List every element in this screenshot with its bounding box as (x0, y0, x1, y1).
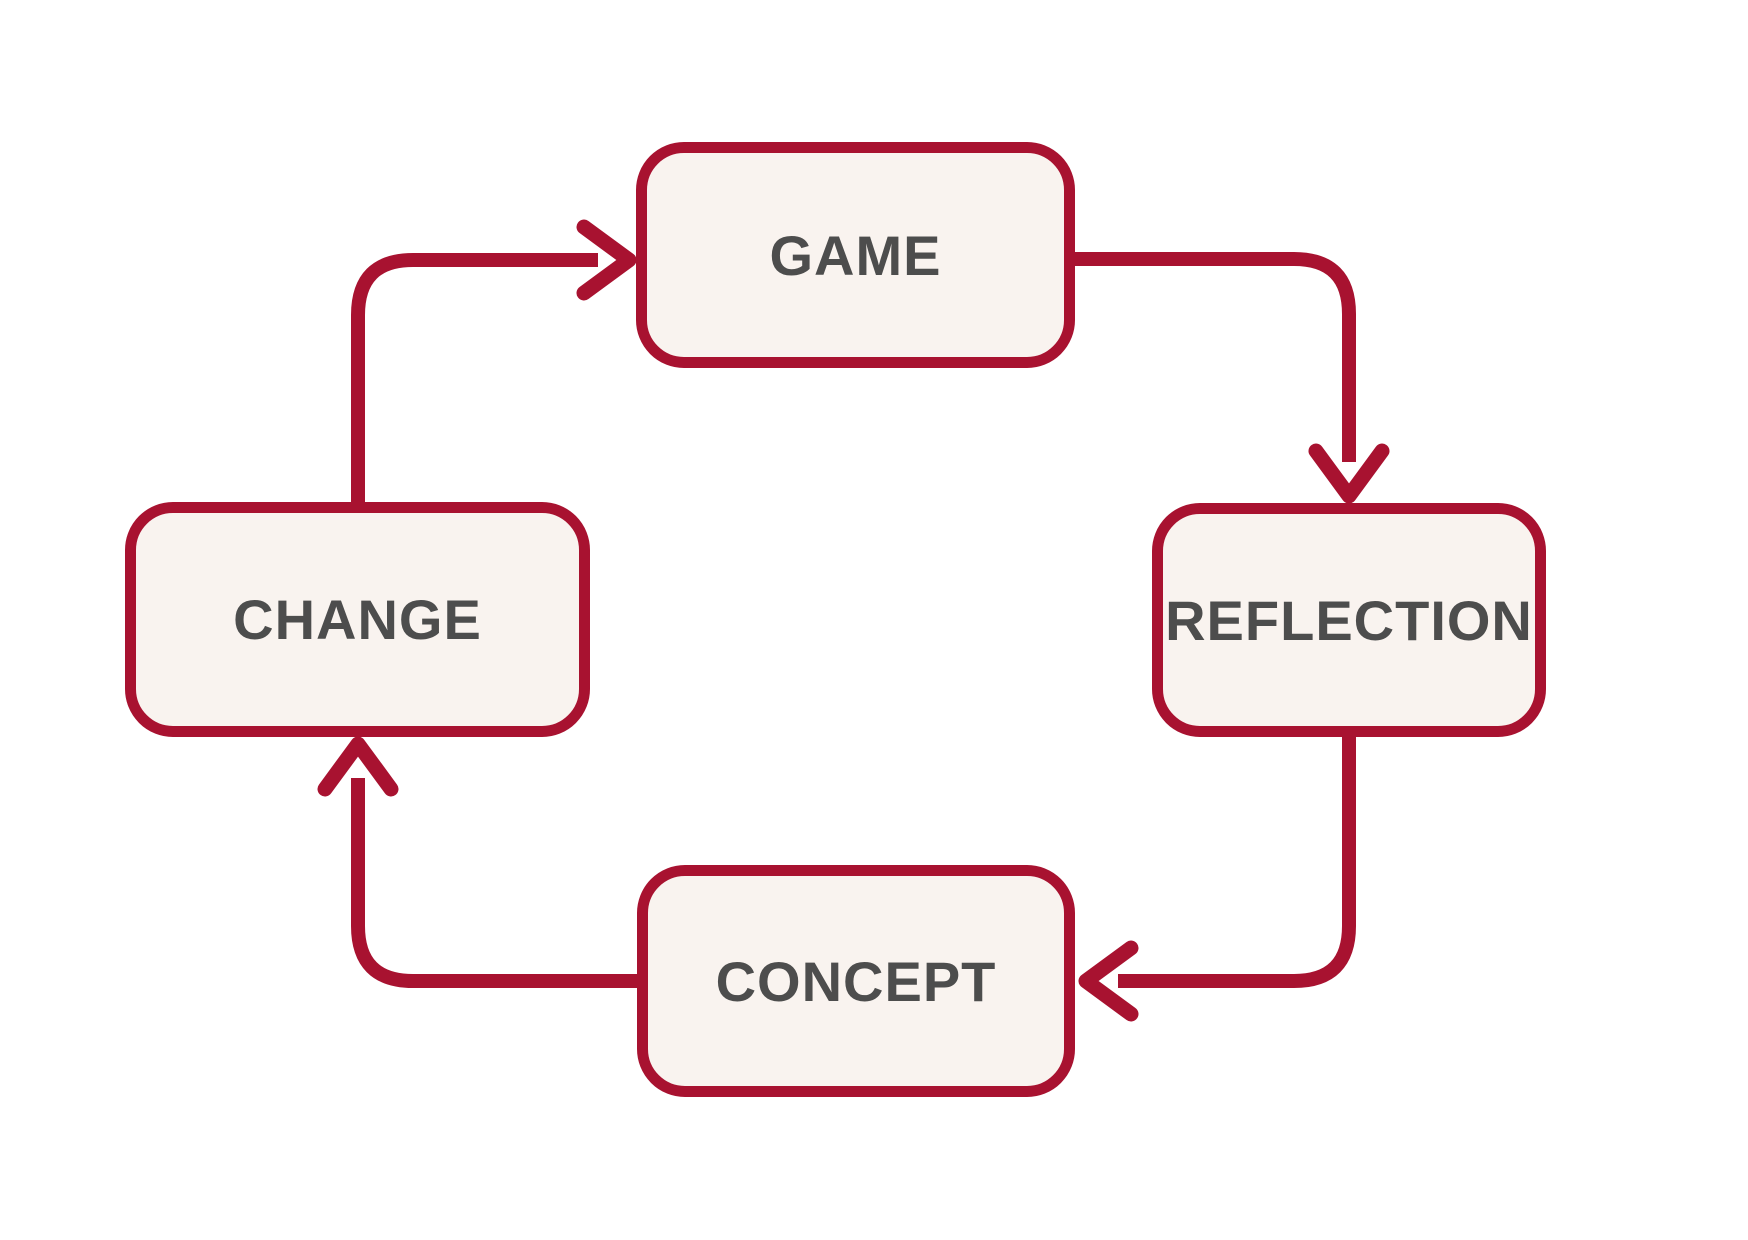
node-change: CHANGE (125, 502, 590, 737)
arrowhead-right-icon (576, 219, 637, 301)
arrowhead-down-icon (1308, 443, 1390, 504)
edge-concept-to-change (351, 778, 637, 988)
edge-reflection-to-concept (1118, 737, 1356, 988)
node-reflection: REFLECTION (1152, 503, 1546, 737)
edge-game-to-reflection (1075, 252, 1356, 462)
node-game-label: GAME (769, 223, 942, 287)
node-change-label: CHANGE (233, 588, 482, 651)
node-concept-label: CONCEPT (715, 949, 997, 1013)
node-game: GAME (636, 142, 1075, 368)
edge-change-to-game (351, 253, 598, 503)
arrowhead-left-icon (1078, 940, 1139, 1022)
arrowhead-up-icon (317, 736, 399, 797)
node-concept: CONCEPT (637, 865, 1075, 1097)
node-reflection-label: REFLECTION (1165, 588, 1533, 652)
